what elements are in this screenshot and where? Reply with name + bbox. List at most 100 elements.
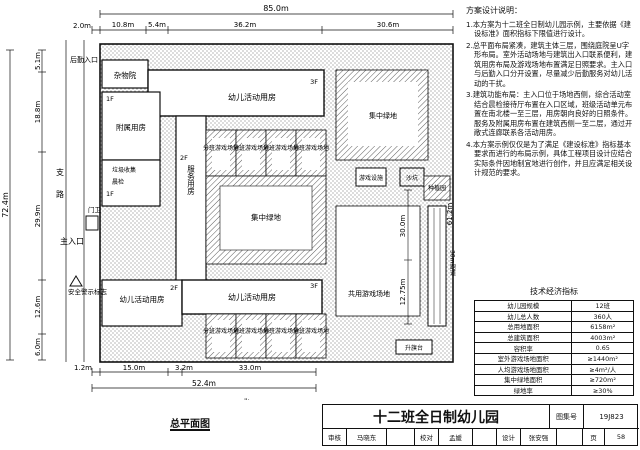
right-inner-dimensions — [404, 189, 412, 325]
sand-pit-label: 沙坑 — [406, 174, 418, 182]
checker-signature — [473, 429, 497, 445]
design-notes: 方案设计说明： 1.本方案为十二班全日制幼儿园示例，主要依据《建设标准》面积指标… — [466, 6, 634, 180]
table-cell: 0.65 — [571, 342, 634, 354]
dim-top-3: 5.4m — [148, 21, 166, 29]
atlas-number: 19J823 — [583, 405, 639, 428]
note-item: 4.本方案示例仅仅是为了满足《建设标准》指标基本要求而进行的布局示例，具体工程项… — [466, 139, 633, 178]
dim-top-2: 10.8m — [112, 21, 135, 29]
guard-house — [85, 215, 99, 231]
safety-label: 安全警示标志 — [68, 287, 108, 296]
class-play-n4: 分班游戏场地 — [293, 144, 329, 152]
dim-bottom-2: 15.0m — [123, 364, 146, 372]
guard-label: 门卫 — [88, 205, 102, 214]
class-play-s3: 分班游戏场地 — [263, 327, 299, 335]
table-cell: 总建筑面积 — [473, 331, 573, 344]
class-play-south — [205, 313, 327, 359]
title-row: 十二班全日制幼儿园 图集号 19J823 — [323, 405, 639, 429]
notes-heading: 方案设计说明： — [466, 6, 522, 15]
site-plan-drawing: 85.0m 2.0m 10.8m 5.4m 36.2m 30.6m 72.4m … — [1, 4, 456, 400]
table-row: 集中绿地面积≥720m² — [473, 374, 634, 386]
left-dimensions — [6, 49, 46, 361]
planting-plot — [423, 175, 451, 201]
note-item: 1.本方案为十二班全日制幼儿园示例，主要依据《建设标准》面积指标下限值进行设计。 — [466, 19, 631, 39]
annex-block — [101, 91, 161, 161]
greenery-east-label: 集中绿地 — [369, 111, 397, 120]
econ-title: 技术经济指标 — [530, 287, 578, 296]
bottom-dimensions — [91, 368, 317, 392]
drawing-title: 十二班全日制幼儿园 — [373, 410, 499, 426]
floor-2f-service: 2F — [180, 154, 188, 162]
dim-left-3: 29.9m — [34, 205, 42, 228]
dim-left-4: 12.6m — [34, 296, 42, 319]
class-play-n2: 分班游戏场地 — [233, 144, 269, 152]
table-cell: ≥30% — [571, 384, 634, 397]
courtyard-inner — [219, 185, 313, 251]
floor-3f-south: 3F — [310, 282, 318, 290]
top-dimensions — [91, 10, 454, 34]
table-cell: ≥4m²/人 — [571, 363, 634, 376]
table-cell: 人均游戏场地面积 — [473, 363, 573, 376]
service-block — [175, 115, 207, 293]
reviewer-name: 马晓东 — [347, 429, 387, 445]
warning-triangle-icon — [69, 275, 83, 287]
dim-left-2: 18.8m — [34, 101, 42, 124]
reviewer-signature — [387, 429, 415, 445]
designer-name: 张安强 — [521, 429, 557, 445]
shared-play — [335, 205, 421, 317]
floor-3f-north: 3F — [310, 78, 318, 86]
class-play-n3: 分班游戏场地 — [263, 144, 299, 152]
dim-bottom-4: 33.0m — [239, 364, 262, 372]
floor-1f-entrance: 1F — [106, 190, 114, 198]
shared-play-label: 共用游戏场地 — [348, 289, 390, 298]
dim-bottom-3: 3.2m — [175, 364, 193, 372]
plan-caption: 总平面图 — [170, 415, 210, 431]
review-label: 审核 — [323, 429, 347, 445]
table-cell: 容积率 — [473, 342, 573, 354]
table-cell: ≥720m² — [571, 374, 634, 386]
table-cell: 幼儿总人数 — [473, 310, 573, 323]
table-cell: 室外游戏场地面积 — [473, 352, 573, 365]
table-row: 绿地率≥30% — [473, 384, 634, 397]
greenery-east-inner — [348, 82, 418, 146]
class-play-n1: 分班游戏场地 — [203, 144, 239, 152]
check-label: 校对 — [415, 429, 439, 445]
floor-2f-west: 2F — [170, 284, 178, 292]
page-label: 页 — [583, 429, 605, 445]
central-lawn-label: 集中绿地 — [251, 212, 281, 222]
running-track — [427, 205, 447, 327]
signature-row: 审核 马晓东 校对 孟媛 设计 张安强 页 58 — [323, 429, 639, 445]
note-item: 2.总平面布局紧凑，建筑主体三层，围绕庭院呈U字形布局。室外活动场地与建筑出入口… — [466, 40, 633, 88]
cleaning-label: 垃圾收集 — [112, 166, 136, 174]
class-play-north — [205, 129, 327, 177]
dim-overall-left: 72.4m — [1, 192, 10, 218]
table-row: 人均游戏场地面积≥4m²/人 — [473, 363, 634, 376]
dim-overall-top: 85.0m — [263, 4, 289, 13]
dim-right-bar: 61.2m — [446, 203, 454, 226]
pavilion-label: 游戏设施 — [359, 174, 383, 182]
table-cell: 6158m² — [571, 321, 634, 333]
table-row: 室外游戏场地面积≥1440m² — [473, 352, 634, 365]
table-cell: 幼儿园规模 — [473, 300, 573, 312]
dim-left-1: 5.1m — [34, 52, 42, 70]
note-item: 3.建筑功能布局：主入口位于场地西侧，综合活动室结合晨检接待厅布置在入口区域，班… — [466, 90, 633, 138]
class-play-s1: 分班游戏场地 — [203, 327, 239, 335]
table-cell: 360人 — [571, 310, 634, 323]
pavilion — [355, 167, 387, 187]
flag-label: 升旗台 — [405, 344, 423, 352]
north-wing — [147, 69, 325, 117]
dim-overall-bottom: 52.4m — [192, 379, 216, 388]
atlas-label: 图集号 — [549, 405, 583, 428]
table-cell: 总用地面积 — [473, 321, 573, 333]
page-number: 58 — [616, 433, 626, 441]
dim-right-1: 30.0m — [399, 215, 407, 238]
entrance-block — [101, 159, 161, 207]
north-label: 北 — [243, 398, 250, 400]
dim-top-5: 30.6m — [377, 21, 400, 29]
south-wing — [181, 279, 323, 315]
